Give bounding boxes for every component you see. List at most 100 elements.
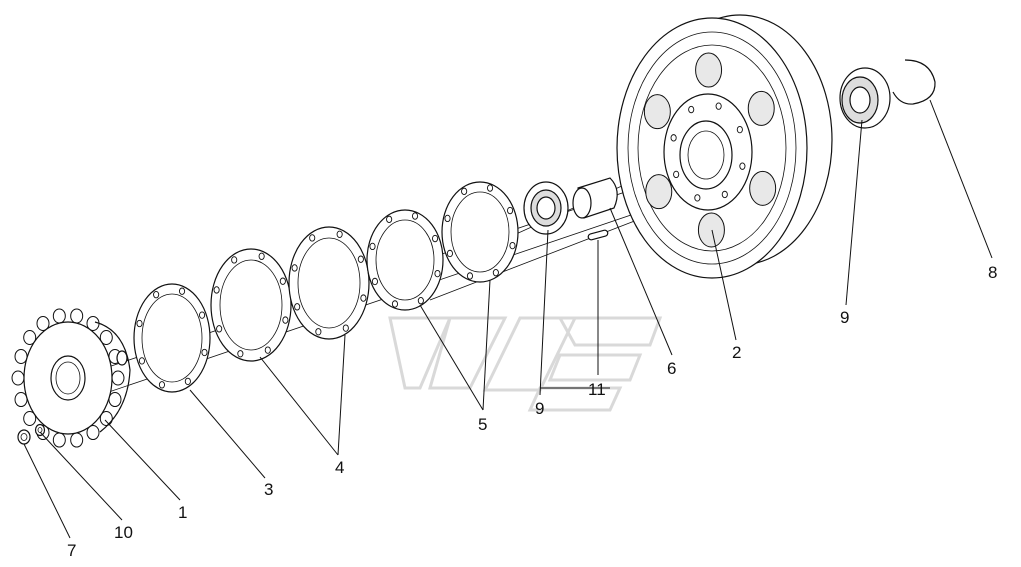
callout-labels: 1 2 3 4 5 6 7 8 9 9 10 11	[67, 263, 997, 560]
bolt-hole	[411, 212, 419, 220]
bolt-hole	[138, 357, 145, 365]
bolt-hole	[291, 264, 298, 272]
bolt-hole	[369, 242, 376, 251]
sprocket-tooth	[70, 308, 84, 324]
bolt-hole	[391, 300, 399, 308]
bolt-hole	[673, 170, 680, 179]
bolt-hole	[371, 277, 378, 286]
sprocket-teeth	[11, 308, 125, 448]
bolt-hole	[315, 328, 322, 336]
spoke-window	[695, 52, 723, 88]
washer-part	[34, 423, 46, 437]
sprocket-tooth	[11, 370, 25, 386]
bolt-hole	[309, 234, 316, 242]
bolt-hole	[736, 125, 743, 134]
bolt-hole	[336, 230, 343, 238]
bolt-hole	[492, 269, 499, 277]
callout-8: 8	[988, 263, 997, 282]
bolt-hole	[153, 291, 160, 299]
spoke-window	[749, 170, 777, 206]
callout-6: 6	[667, 359, 676, 378]
bolt-hole	[282, 316, 289, 324]
bolt-hole	[216, 325, 223, 333]
bearing-right	[839, 67, 891, 129]
bolt-hole	[158, 381, 166, 389]
bolt-hole	[444, 214, 451, 223]
callout-4: 4	[335, 458, 344, 477]
bolt-hole	[201, 348, 208, 357]
bolt-hole	[294, 303, 301, 311]
spoke-window	[747, 90, 775, 126]
bolt-hole	[417, 297, 424, 305]
bolt-hole	[694, 194, 701, 202]
spoke-window	[697, 212, 725, 248]
pulley-part	[616, 14, 833, 279]
sprocket-tooth	[23, 330, 37, 346]
bolt-hole	[199, 311, 206, 319]
retaining-ring-part	[892, 59, 936, 105]
bolt-hole	[466, 272, 474, 280]
sprocket-tooth	[99, 330, 113, 346]
gasket-4a	[210, 248, 292, 362]
sprocket-tooth	[86, 425, 100, 441]
callout-11: 11	[588, 380, 606, 399]
sprocket-tooth	[23, 410, 37, 426]
bushing-part	[572, 177, 618, 219]
callout-2: 2	[732, 343, 741, 362]
bolt-hole	[213, 286, 220, 294]
callout-3: 3	[264, 480, 273, 499]
bolt-hole	[357, 255, 364, 263]
bolt-hole	[434, 269, 441, 278]
sprocket-tooth	[52, 432, 66, 448]
pulley-spoke-windows	[643, 52, 777, 248]
bolt-hole	[739, 162, 746, 170]
gasket-4b	[288, 226, 370, 340]
bolt-hole	[509, 241, 516, 250]
sprocket-tooth	[111, 370, 125, 386]
sprocket-part	[11, 308, 131, 448]
sprocket-tooth	[14, 348, 28, 364]
bolt-hole	[507, 206, 514, 215]
leader-lines	[23, 99, 993, 539]
gasket-3	[133, 283, 211, 393]
bolt-hole	[721, 190, 728, 199]
bolt-hole	[178, 287, 186, 295]
bolt-hole	[184, 377, 191, 385]
gasket-5b	[441, 181, 519, 283]
bolt-hole	[386, 215, 393, 223]
gasket-5a	[366, 209, 444, 311]
spoke-window	[643, 94, 671, 130]
spoke-window	[645, 174, 673, 210]
sprocket-tooth	[108, 392, 122, 408]
callout-9-left: 9	[535, 399, 544, 418]
sprocket-tooth	[52, 308, 66, 324]
nut-part	[17, 429, 31, 445]
bolt-hole	[688, 105, 695, 114]
bolt-hole	[670, 134, 677, 142]
watermark-logo	[388, 316, 663, 412]
bolt-hole	[446, 249, 453, 258]
bolt-hole	[432, 234, 439, 243]
callout-10: 10	[114, 523, 133, 542]
bolt-hole	[360, 294, 367, 302]
callout-9-right: 9	[840, 308, 849, 327]
bolt-hole	[279, 277, 286, 285]
sprocket-tooth	[14, 392, 28, 408]
bolt-hole	[136, 319, 143, 328]
callout-5: 5	[478, 415, 487, 434]
callout-7: 7	[67, 541, 76, 560]
pin-part	[587, 229, 609, 241]
sprocket-tooth	[70, 432, 84, 448]
bolt-hole	[486, 184, 494, 192]
bolt-hole	[231, 256, 238, 264]
bolt-hole	[264, 346, 271, 354]
callout-1: 1	[178, 503, 187, 522]
bolt-hole	[461, 187, 468, 195]
bolt-hole	[237, 350, 244, 358]
sprocket-tooth	[36, 315, 50, 331]
bolt-hole	[342, 324, 349, 332]
bolt-hole	[258, 252, 265, 260]
bolt-hole	[715, 102, 722, 110]
